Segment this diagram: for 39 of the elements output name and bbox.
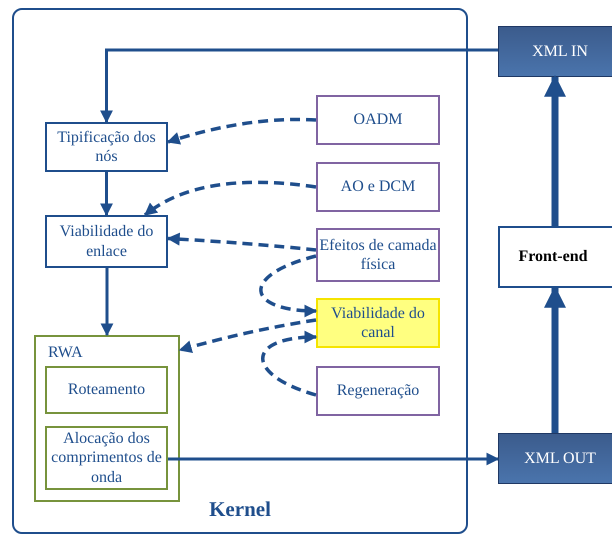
interface-box	[498, 26, 612, 77]
group-box	[34, 335, 180, 502]
arrow	[544, 286, 566, 433]
arrow	[261, 331, 318, 397]
box-label: Regeneração	[336, 381, 420, 401]
arrow	[100, 172, 113, 216]
box-label: Roteamento	[68, 380, 146, 400]
input-box	[316, 95, 440, 145]
arrow	[178, 318, 316, 354]
arrow	[144, 180, 316, 216]
group-title: RWA	[48, 343, 83, 362]
kernel-container	[12, 8, 468, 534]
box-label: Efeitos de camada física	[318, 236, 438, 274]
box-label: Viabilidade do canal	[330, 304, 426, 342]
input-box	[316, 228, 440, 282]
arrow	[166, 118, 316, 145]
box-label: Front-end	[518, 247, 588, 267]
input-box	[316, 162, 440, 212]
input-box	[316, 366, 440, 416]
arrow	[166, 232, 316, 252]
frontend-box	[498, 226, 612, 288]
arrow	[100, 268, 114, 336]
process-box	[45, 215, 168, 268]
arrow	[544, 74, 566, 226]
box-label: Viabilidade do enlace	[58, 222, 154, 261]
arrow	[259, 254, 318, 317]
box-label: XML IN	[532, 42, 588, 62]
interface-box	[498, 433, 612, 484]
process-box	[45, 366, 168, 414]
arrow	[168, 452, 500, 466]
box-label: Tipificação dos nós	[56, 128, 157, 166]
box-label: Alocação dos comprimentos de onda	[50, 429, 163, 487]
box-label: OADM	[354, 110, 402, 130]
process-box	[45, 122, 168, 172]
container-title: Kernel	[209, 496, 271, 522]
arrow	[100, 48, 498, 124]
box-label: AO e DCM	[340, 177, 416, 197]
highlighted-box	[316, 298, 440, 348]
box-label: XML OUT	[524, 448, 596, 468]
